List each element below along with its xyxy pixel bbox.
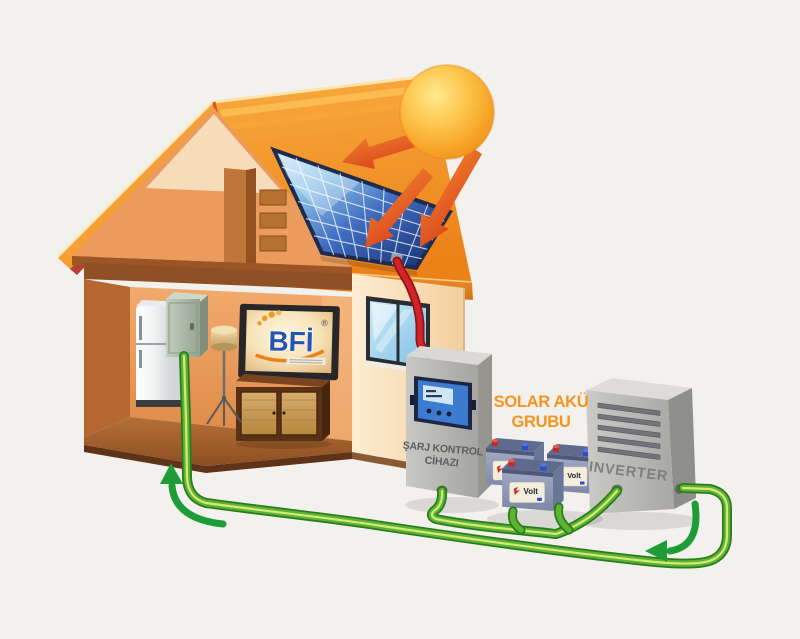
attic-column <box>224 168 246 268</box>
cabinet <box>236 374 332 449</box>
tv-registered-mark: ® <box>321 318 328 328</box>
floor-lamp <box>206 325 242 426</box>
charge-controller-display <box>410 376 476 430</box>
attic-shelf <box>259 235 287 252</box>
tv: BFİ ® <box>238 303 340 381</box>
svg-text:CİHAZI: CİHAZI <box>424 454 459 470</box>
sunray-arrow <box>365 168 433 248</box>
flow-arrow-to-house <box>160 463 227 528</box>
house-foundation <box>84 445 352 473</box>
battery-group-label: SOLAR AKÜ GRUBU <box>494 392 589 431</box>
electrical-panel <box>166 292 208 357</box>
room-left-wall <box>84 279 130 437</box>
battery-brand-text: Volt <box>524 487 539 496</box>
svg-text:SOLAR AKÜ: SOLAR AKÜ <box>494 392 589 411</box>
attic-shelf <box>259 189 287 206</box>
flow-arrow-from-inverter <box>645 500 700 562</box>
charge-controller: ŞARJ KONTROL CİHAZI <box>402 346 492 498</box>
svg-text:GRUBU: GRUBU <box>512 413 571 431</box>
room-floor <box>84 417 352 466</box>
roof-shingle-band <box>226 99 431 130</box>
tv-logo-text: BFİ <box>268 325 314 357</box>
tv-logo: BFİ ® <box>255 310 328 365</box>
room-ceiling <box>84 263 352 290</box>
window <box>364 296 432 375</box>
inverter-vents <box>597 402 661 460</box>
fridge-handle <box>139 350 142 368</box>
battery: Volt <box>502 458 564 511</box>
roof-shingle-band <box>220 85 426 117</box>
roof-shingle-band <box>232 113 437 143</box>
sunray-arrow <box>420 146 482 247</box>
cabinet-door <box>240 391 278 436</box>
green-ac-cables <box>179 351 732 569</box>
battery-brand-text: Volt <box>567 471 581 480</box>
arrowhead-up <box>160 463 183 484</box>
fridge-handle <box>139 316 142 340</box>
arrowhead-left <box>645 540 667 562</box>
cabinet-door <box>280 391 318 436</box>
attic-floor-band <box>72 256 352 276</box>
attic-interior <box>72 108 352 276</box>
battery-label <box>509 482 545 503</box>
panel-keyhole <box>190 323 194 330</box>
solar-panel <box>270 146 453 276</box>
equipment-shadow <box>576 512 700 530</box>
ridge-cap <box>213 74 429 104</box>
inverter: INVERTER <box>586 378 696 514</box>
attic-shelf <box>259 212 287 229</box>
equipment-shadow <box>405 497 499 513</box>
sun-icon <box>399 64 495 160</box>
